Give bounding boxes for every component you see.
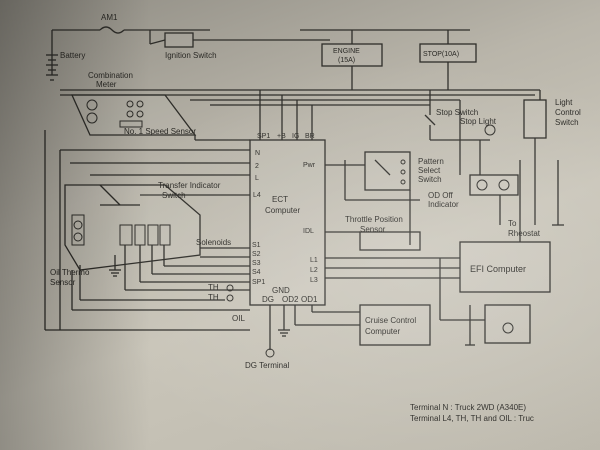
ect-left-wires — [44, 130, 250, 331]
transfer-indicator-label-line1: Transfer Indicator — [158, 181, 221, 190]
fuses — [300, 29, 477, 90]
ect-top-pins — [259, 90, 313, 140]
od-off-indicator — [469, 140, 519, 225]
terminal-l4: L4 — [253, 192, 261, 199]
cruise-control-computer — [359, 304, 431, 346]
battery-label: Battery — [60, 51, 85, 60]
footnote-line2: Terminal L4, TH, TH and OIL : Truc — [410, 414, 534, 423]
light-control-switch — [523, 99, 564, 226]
efi-wires — [325, 257, 460, 320]
terminal-od2: OD2 — [282, 295, 299, 304]
transfer-indicator-label-line2: Switch — [162, 191, 186, 200]
terminal-l3: L3 — [310, 277, 318, 284]
pattern-select-switch — [325, 151, 420, 201]
terminal-s1: S1 — [252, 242, 261, 249]
terminal-idl: IDL — [303, 228, 314, 235]
engine-fuse-rating: (15A) — [338, 57, 355, 64]
footnote-line1: Terminal N : Truck 2WD (A340E) — [410, 403, 526, 412]
terminal-od1: OD1 — [301, 295, 318, 304]
terminal-s4: S4 — [252, 269, 261, 276]
combination-meter-label-line2: Meter — [96, 80, 117, 89]
light-control-switch-label-line2: Control — [555, 108, 581, 117]
ignition-switch-label: Ignition Switch — [165, 51, 217, 60]
cruise-control-label-line2: Computer — [365, 327, 400, 336]
terminal-th-upper: TH — [208, 283, 219, 292]
am1-label: AM1 — [101, 13, 118, 22]
light-control-switch-label-line1: Light — [555, 98, 573, 107]
terminal-s2: S2 — [252, 251, 261, 258]
ground-symbols-left — [109, 255, 121, 277]
dg-terminal-label: DG Terminal — [245, 361, 290, 370]
terminal-gnd: GND — [272, 286, 290, 295]
transmission-body — [64, 184, 201, 271]
efi-computer — [459, 241, 551, 293]
ect-computer — [249, 139, 326, 306]
right-connectors — [409, 100, 521, 245]
terminal-l2: L2 — [310, 267, 318, 274]
terminal-ig: IG — [292, 133, 299, 140]
solenoids-label: Solenoids — [196, 238, 231, 247]
ect-computer-label-line1: ECT — [272, 195, 288, 204]
od-off-indicator-label-line1: OD Off — [428, 191, 454, 200]
throttle-sensor-label-line2: Sensor — [360, 225, 386, 234]
oil-thermo-sensor-label-line2: Sensor — [50, 278, 76, 287]
terminal-l: L — [255, 175, 259, 182]
pattern-select-label-line2: Select — [418, 166, 441, 175]
to-rheostat-label-line1: To — [508, 219, 517, 228]
pattern-select-label-line1: Pattern — [418, 157, 444, 166]
throttle-sensor-label-line1: Throttle Position — [345, 215, 403, 224]
terminal-s3: S3 — [252, 260, 261, 267]
stop-light-label: Stop Light — [460, 117, 497, 126]
terminal-2: 2 — [255, 163, 259, 170]
throttle-position-sensor — [325, 231, 421, 251]
pattern-select-label-line3: Switch — [418, 175, 442, 184]
terminal-sp1-top: SP1 — [257, 133, 270, 140]
efi-computer-label: EFI Computer — [470, 264, 526, 274]
terminal-pwr: Pwr — [303, 162, 316, 169]
engine-fuse-label: ENGINE — [333, 48, 360, 55]
terminal-n: N — [255, 150, 260, 157]
terminal-oil: OIL — [232, 314, 245, 323]
terminal-l1: L1 — [310, 257, 318, 264]
battery-circuit — [46, 26, 210, 81]
to-rheostat-label-line2: Rheostat — [508, 229, 541, 238]
terminal-dg: DG — [262, 295, 274, 304]
ect-computer-label-line2: Computer — [265, 206, 300, 215]
stop-fuse-label: STOP(10A) — [423, 51, 459, 58]
oil-thermo-sensor-label-line1: Oil Thermo — [50, 268, 90, 277]
terminal-sp2: SP1 — [252, 279, 265, 286]
solenoid-wires — [71, 245, 250, 311]
dg-terminal-wiring — [265, 305, 360, 358]
bottom-right-switch — [440, 304, 531, 346]
speed-sensor-label: No. 1 Speed Sensor — [124, 127, 196, 136]
terminal-br: BR — [305, 133, 315, 140]
od-off-indicator-label-line2: Indicator — [428, 200, 459, 209]
terminal-th-lower: TH — [208, 293, 219, 302]
cruise-control-label-line1: Cruise Control — [365, 316, 416, 325]
light-control-switch-label-line3: Switch — [555, 118, 579, 127]
combination-meter-label-line1: Combination — [88, 71, 133, 80]
ignition-switch — [149, 30, 330, 48]
stop-switch-label: Stop Switch — [436, 108, 478, 117]
